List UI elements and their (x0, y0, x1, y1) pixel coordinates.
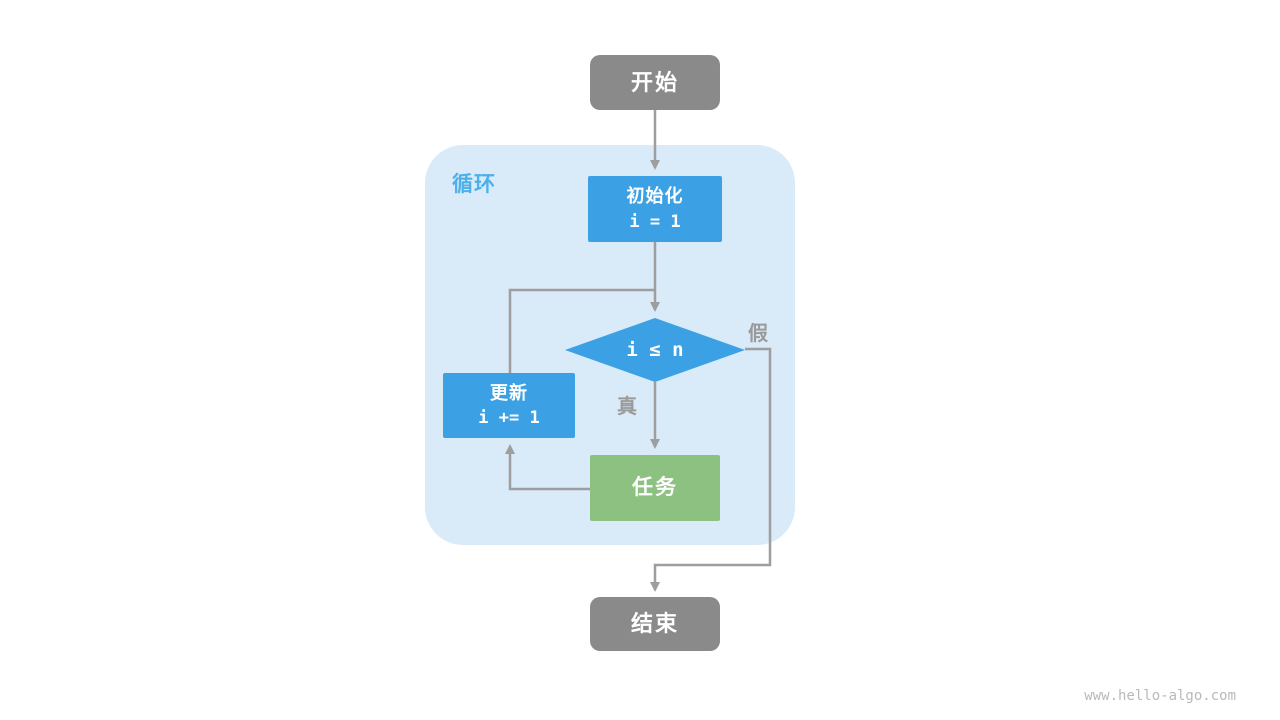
connector-condition-false-to-end (650, 347, 772, 592)
init-node-code: i = 1 (629, 211, 681, 232)
condition-diamond (565, 318, 745, 382)
task-node: 任务 (590, 455, 720, 521)
task-node-label: 任务 (632, 475, 678, 499)
init-node: 初始化 i = 1 (588, 176, 722, 242)
update-node-title: 更新 (490, 382, 528, 403)
connector-task-to-update (505, 444, 590, 491)
end-node-label: 结束 (630, 611, 679, 637)
update-node-code: i += 1 (478, 408, 540, 429)
condition-label: i ≤ n (626, 339, 684, 361)
branch-false-label: 假 (748, 323, 768, 345)
loop-region-label: 循环 (452, 173, 496, 196)
branch-true-label: 真 (617, 396, 637, 418)
watermark-text: www.hello-algo.com (1084, 688, 1236, 704)
start-node: 开始 (590, 55, 720, 110)
end-node: 结束 (590, 597, 720, 651)
start-node-label: 开始 (630, 69, 679, 95)
update-node: 更新 i += 1 (443, 373, 575, 438)
connector-update-to-junction (508, 288, 655, 373)
init-node-title: 初始化 (626, 186, 684, 207)
